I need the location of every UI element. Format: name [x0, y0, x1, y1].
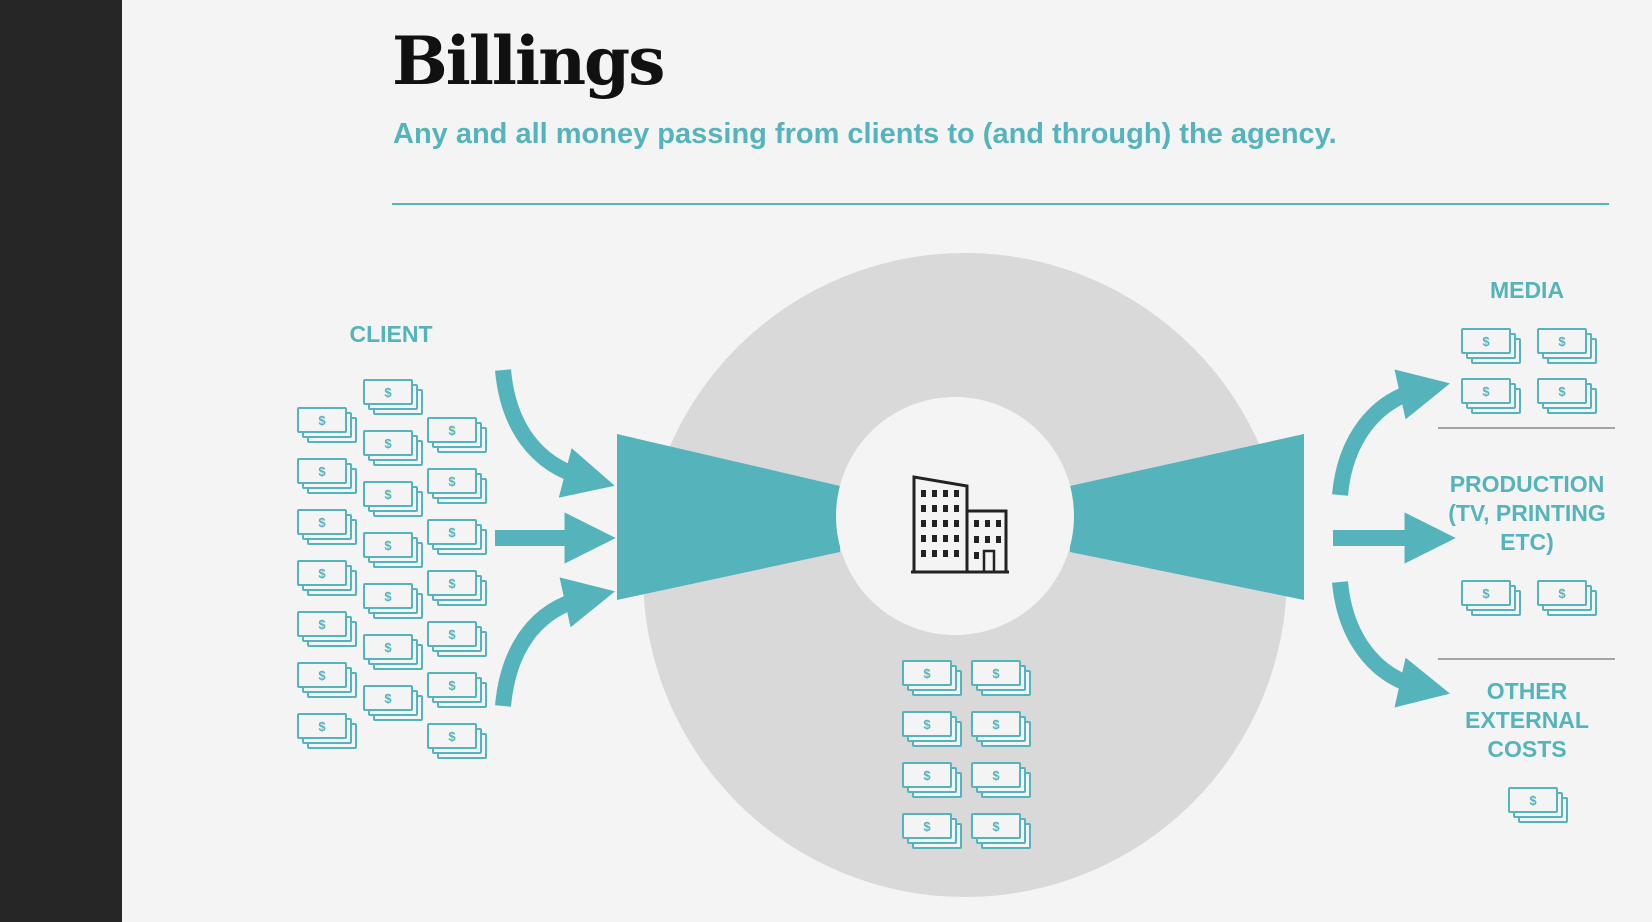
- money-stack-icon: [1537, 328, 1597, 364]
- money-stack-icon: [427, 621, 487, 657]
- page-title: Billings: [392, 22, 665, 100]
- client-label: CLIENT: [349, 321, 433, 347]
- title-divider: [392, 203, 1609, 205]
- money-stack-icon: [971, 660, 1031, 696]
- money-stack-icon: [363, 634, 423, 670]
- money-stack-icon: [1508, 787, 1568, 823]
- office-building-icon: [911, 475, 1009, 574]
- money-stack-icon: [427, 570, 487, 606]
- money-stack-icon: [363, 430, 423, 466]
- money-stack-icon: [363, 685, 423, 721]
- money-stack-icon: [297, 560, 357, 596]
- money-stack-icon: [971, 813, 1031, 849]
- money-stack-icon: [297, 407, 357, 443]
- client-arrow-bottom: [495, 577, 615, 707]
- client-arrow-top: [495, 369, 615, 498]
- right-funnel: [1070, 434, 1304, 600]
- production-label: PRODUCTION (TV, PRINTING ETC): [1448, 471, 1606, 555]
- media-label: MEDIA: [1489, 277, 1565, 303]
- money-stack-icon: [971, 711, 1031, 747]
- money-stack-icon: [427, 468, 487, 504]
- money-stack-icon: [1461, 378, 1521, 414]
- money-stack-icon: [427, 672, 487, 708]
- money-stack-icon: [363, 532, 423, 568]
- money-stack-icon: [297, 509, 357, 545]
- money-stack-icon: [297, 611, 357, 647]
- money-stack-icon: [297, 713, 357, 749]
- left-funnel: [617, 434, 840, 600]
- money-stack-icon: [1461, 580, 1521, 616]
- page-subtitle: Any and all money passing from clients t…: [393, 118, 1337, 150]
- left-dark-panel: [0, 0, 122, 922]
- money-stack-icon: [297, 458, 357, 494]
- money-stack-icon: [363, 583, 423, 619]
- agency-inner-circle: [836, 397, 1074, 635]
- money-stack-icon: [902, 660, 962, 696]
- money-stack-icon: [297, 662, 357, 698]
- other-costs-arrow: [1332, 581, 1450, 708]
- money-stack-icon: [427, 723, 487, 759]
- money-stack-icon: [427, 519, 487, 555]
- money-stack-icon: [971, 762, 1031, 798]
- money-stack-icon: [902, 762, 962, 798]
- money-stack-icon: [427, 417, 487, 453]
- media-arrow: [1332, 369, 1450, 496]
- other-external-costs-label: OTHER EXTERNAL COSTS: [1465, 678, 1589, 762]
- money-stack-icon: [902, 711, 962, 747]
- money-stack-icon: [363, 481, 423, 517]
- money-stack-icon: [1537, 580, 1597, 616]
- money-stack-icon: [1461, 328, 1521, 364]
- money-stack-icon: [902, 813, 962, 849]
- money-stack-icon: [363, 379, 423, 415]
- money-stack-icon: [1537, 378, 1597, 414]
